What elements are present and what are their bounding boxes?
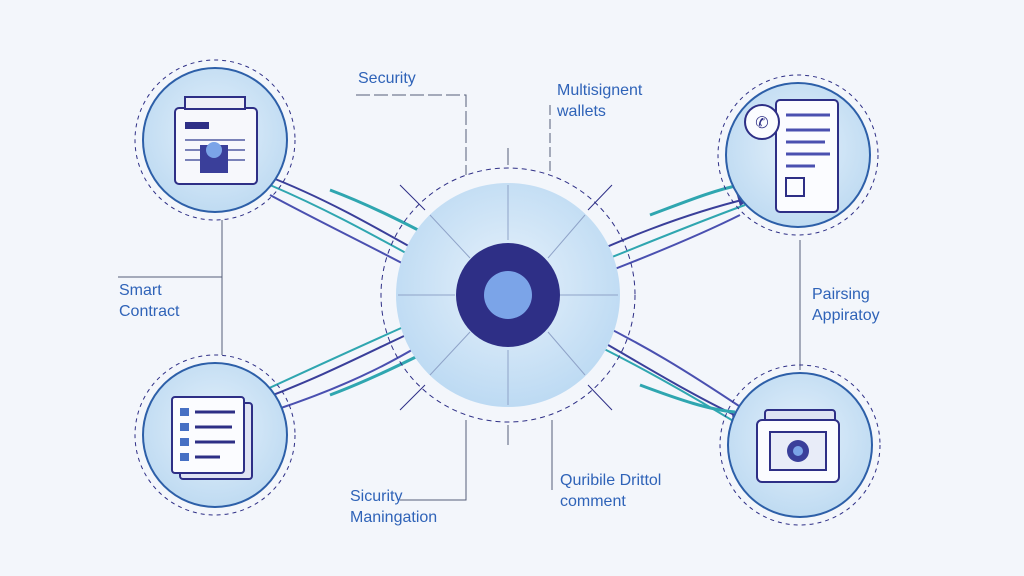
label-security: Security — [358, 70, 416, 87]
safe-document-icon — [174, 96, 258, 185]
label-line: Quribile Drittol — [560, 472, 662, 489]
label-security-management: Sicurity Maningation — [350, 486, 437, 528]
label-parsing: Pairsing Appiratoy — [812, 284, 880, 326]
label-line: Smart — [119, 282, 162, 299]
arrowheads — [732, 192, 752, 428]
label-line: Appiratoy — [812, 307, 880, 324]
node-top-left — [134, 59, 296, 221]
contact-document-icon: ✆ — [744, 99, 839, 213]
label-line: Maningation — [350, 509, 438, 526]
label-multisig-wallets: Multisignent wallets — [557, 80, 642, 122]
node-top-right: ✆ — [717, 74, 879, 236]
label-line: Contract — [119, 303, 180, 320]
central-hub — [380, 167, 636, 423]
label-quribile-comment: Quribile Drittol comment — [560, 470, 661, 512]
document-list-icon — [171, 396, 253, 480]
label-line: Multisignent — [557, 82, 643, 99]
node-bottom-left — [134, 354, 296, 516]
label-line: comment — [560, 493, 626, 510]
leader-lines — [118, 94, 801, 501]
label-smart-contract: Smart Contract — [119, 280, 179, 322]
label-line: Pairsing — [812, 286, 870, 303]
label-line: wallets — [557, 103, 606, 120]
label-line: Sicurity — [350, 488, 403, 505]
node-bottom-right — [719, 364, 881, 526]
camera-card-icon — [756, 409, 840, 483]
svg-text:✆: ✆ — [755, 115, 768, 132]
phone-icon — [744, 104, 780, 140]
hub-core — [484, 271, 532, 319]
